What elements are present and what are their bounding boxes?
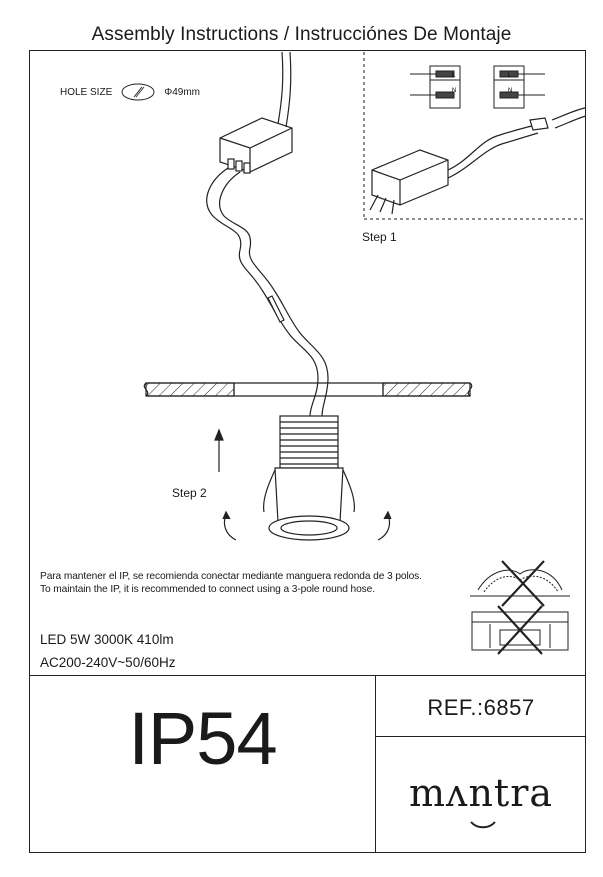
brand-smile-icon: [470, 821, 496, 829]
ip-rating: IP54: [128, 697, 277, 780]
installation-notes: Para mantener el IP, se recomienda conec…: [40, 570, 422, 596]
input-cable: [277, 51, 292, 128]
wire-label-n: N: [452, 88, 456, 94]
main-driver: [219, 117, 293, 174]
step2-arrow: [214, 428, 224, 472]
brand-panel: mʌntra: [376, 737, 586, 853]
wire-label-n-2: N: [508, 88, 512, 94]
reference-panel: REF.:6857: [376, 675, 586, 737]
step1-label: Step 1: [362, 230, 397, 244]
brand-logo: mʌntra: [408, 771, 554, 815]
drill-hole-icon: [121, 83, 155, 101]
reference-number: REF.:6857: [427, 695, 535, 720]
step1-driver: [369, 107, 587, 215]
luminaire: [263, 415, 355, 541]
product-specs: LED 5W 3000K 410lm AC200-240V~50/60Hz: [40, 628, 175, 674]
hole-size-callout: HOLE SIZE Φ49mm: [60, 83, 200, 101]
note-english: To maintain the IP, it is recommended to…: [40, 584, 375, 595]
hole-size-label: HOLE SIZE: [60, 86, 113, 98]
output-cable: [206, 167, 329, 417]
instruction-frame: [29, 50, 586, 853]
spec-power: LED 5W 3000K 410lm: [40, 632, 174, 647]
prohibited-connection-2: [471, 605, 569, 655]
prohibited-connection-1: [470, 560, 570, 607]
terminal-connectors: [410, 65, 545, 109]
wire-label-l-2: L: [508, 73, 512, 79]
step1-panel: [363, 52, 585, 220]
spec-voltage: AC200-240V~50/60Hz: [40, 655, 176, 670]
step2-label: Step 2: [172, 486, 207, 500]
ceiling-section: [143, 382, 473, 397]
hole-size-value: Φ49mm: [164, 86, 201, 98]
note-spanish: Para mantener el IP, se recomienda conec…: [40, 571, 422, 582]
page-title: Assembly Instructions / Instrucciónes De…: [91, 24, 512, 45]
rotation-arrows: [222, 510, 392, 541]
ip-rating-panel: IP54: [29, 675, 376, 853]
wire-label-l: L: [452, 73, 456, 79]
